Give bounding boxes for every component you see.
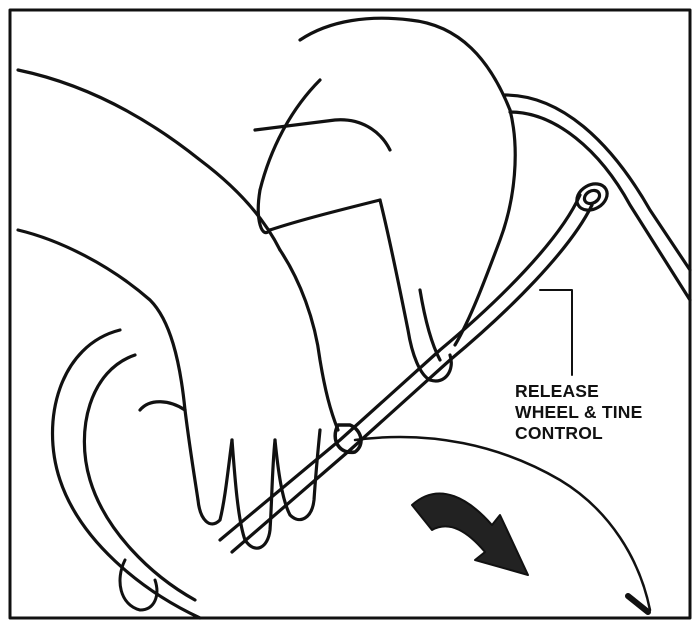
callout-line-3: CONTROL (515, 423, 643, 444)
callout-label: RELEASE WHEEL & TINE CONTROL (515, 381, 643, 444)
callout-line-2: WHEEL & TINE (515, 402, 643, 423)
callout-line-1: RELEASE (515, 381, 643, 402)
